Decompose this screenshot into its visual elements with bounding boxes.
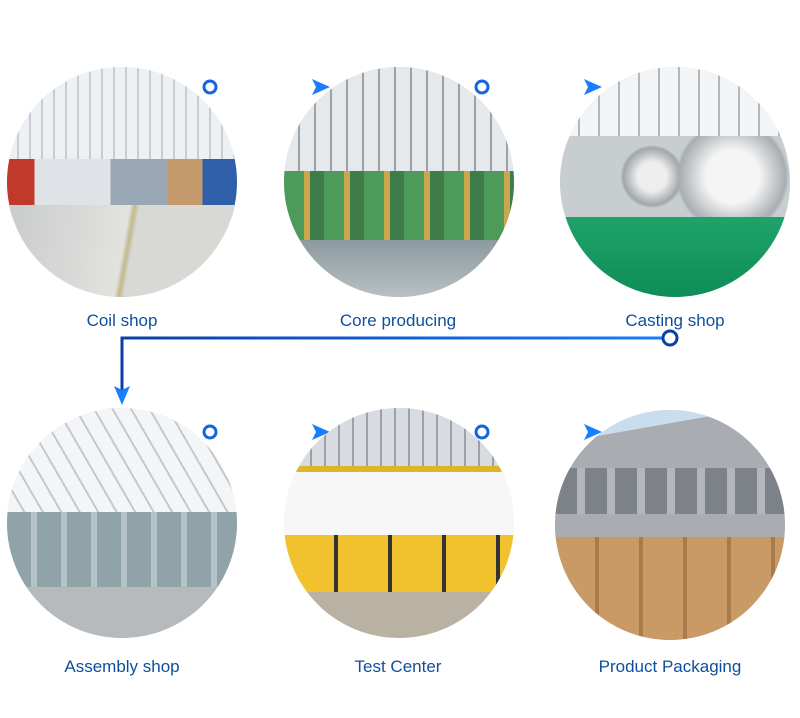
step-label-casting-shop: Casting shop <box>625 311 725 330</box>
assembly-shop-photo <box>7 408 237 638</box>
connector-casting-to-assembly <box>114 329 679 405</box>
test-center-photo <box>284 408 514 638</box>
core-producing-photo <box>284 67 514 297</box>
step-label-coil-shop: Coil shop <box>86 311 158 330</box>
step-label-core-producing: Core producing <box>339 311 457 330</box>
step-label-product-packaging: Product Packaging <box>598 657 742 676</box>
product-packaging-photo <box>555 410 785 640</box>
coil-shop-photo <box>7 67 237 297</box>
step-label-test-center: Test Center <box>354 657 442 676</box>
casting-shop-photo <box>560 67 790 297</box>
step-label-assembly-shop: Assembly shop <box>64 657 180 676</box>
